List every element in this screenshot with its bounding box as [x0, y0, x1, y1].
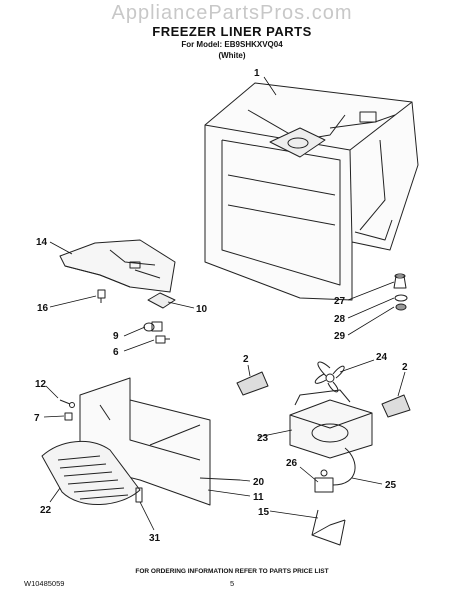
callout-2-right: 2 [402, 362, 408, 373]
grille-drawing [41, 440, 141, 505]
document-number: W10485059 [24, 579, 65, 588]
insulation-pad-left-drawing [236, 371, 269, 396]
callout-labels: 1 14 16 10 27 28 29 9 6 2 24 2 12 7 23 2… [34, 68, 408, 544]
rear-panel-drawing [79, 377, 211, 506]
insulation-pad-right-drawing [381, 394, 411, 418]
knob-assembly-drawing [393, 273, 408, 311]
clip-small-drawing [64, 412, 73, 421]
lamp-socket-drawing [143, 321, 170, 344]
fan-housing-drawing [289, 389, 373, 459]
callout-31: 31 [149, 533, 161, 544]
callout-12: 12 [35, 379, 47, 390]
callout-6: 6 [113, 347, 119, 358]
callout-27: 27 [334, 296, 346, 307]
callout-1: 1 [254, 68, 260, 79]
strip-drawing [199, 477, 241, 481]
bracket-small-drawing [135, 487, 143, 503]
color-label: (White) [218, 51, 246, 60]
callout-28: 28 [334, 314, 346, 325]
pad-part-drawing [147, 292, 176, 309]
fan-blade-drawing [314, 361, 345, 393]
callout-7: 7 [34, 413, 40, 424]
callout-29: 29 [334, 331, 346, 342]
callout-10: 10 [196, 304, 208, 315]
freezer-liner-drawing [204, 82, 419, 301]
watermark: AppliancePartsPros.com [111, 2, 353, 24]
callout-23: 23 [257, 433, 269, 444]
clip-part-drawing [97, 289, 106, 303]
callout-22: 22 [40, 505, 52, 516]
shroud-part-drawing [59, 239, 176, 293]
callout-26: 26 [286, 458, 298, 469]
callout-14: 14 [36, 237, 48, 248]
callout-2-left: 2 [243, 354, 249, 365]
screw-drawing [59, 399, 75, 408]
callout-9: 9 [113, 331, 119, 342]
leader-lines [43, 76, 406, 531]
page-number: 5 [230, 579, 235, 588]
ordering-note: FOR ORDERING INFORMATION REFER TO PARTS … [135, 568, 329, 575]
callout-16: 16 [37, 303, 49, 314]
callout-25: 25 [385, 480, 397, 491]
motor-bracket-drawing [311, 509, 346, 546]
callout-24: 24 [376, 352, 388, 363]
model-label: For Model: EB9SHKXVQ04 [181, 40, 283, 49]
callout-15: 15 [258, 507, 270, 518]
fan-motor-drawing [314, 447, 356, 493]
page-title: FREEZER LINER PARTS [152, 24, 312, 39]
callout-20: 20 [253, 477, 265, 488]
callout-11: 11 [253, 492, 264, 503]
